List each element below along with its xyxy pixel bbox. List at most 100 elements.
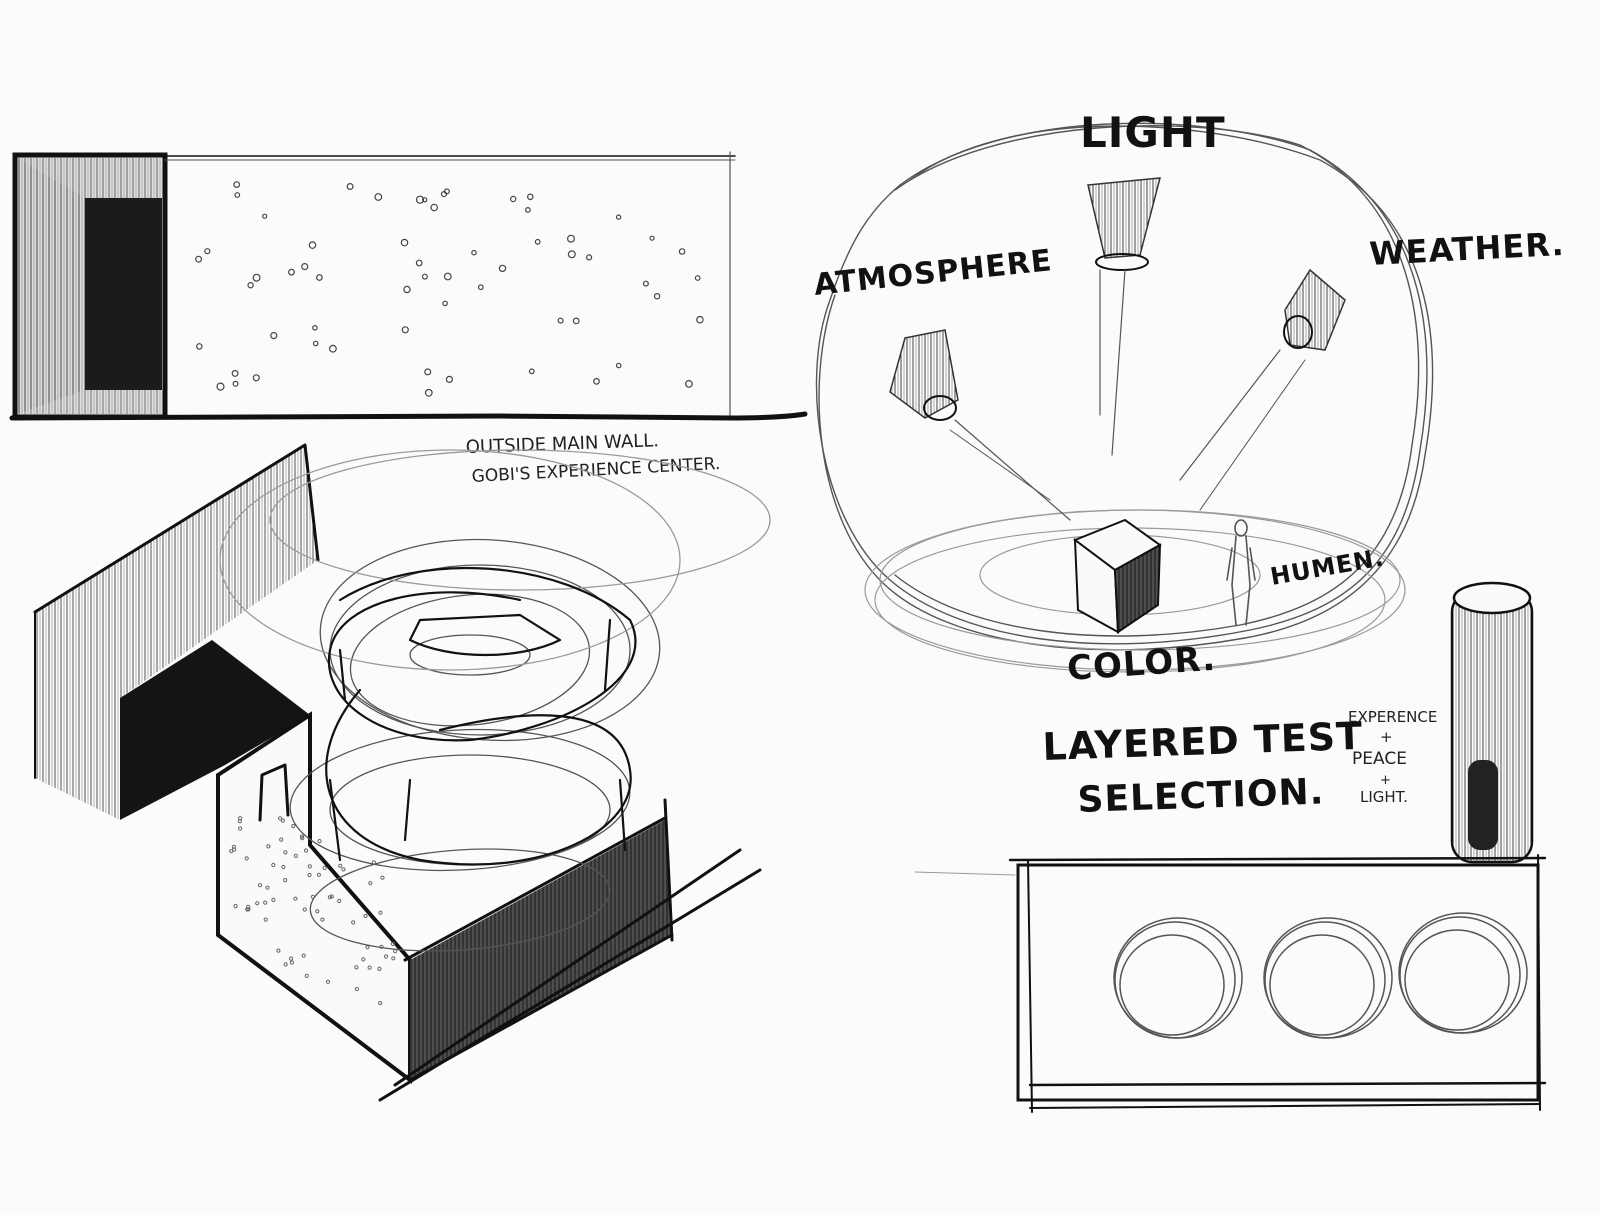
front-wall-dot: [354, 965, 359, 970]
front-wall-dot: [293, 896, 298, 901]
front-wall-dot: [281, 864, 286, 870]
label-human: HUMEN.: [1268, 543, 1386, 591]
spotlight-top: [1087, 177, 1161, 456]
title-line-2: SELECTION.: [1077, 771, 1325, 821]
wall-dot: [442, 300, 448, 307]
note-line-3: LIGHT.: [1360, 788, 1408, 806]
front-wall-dot: [291, 823, 296, 829]
front-wall-dot: [302, 907, 307, 912]
note-line-2: PEACE: [1352, 749, 1407, 769]
wall-dot: [288, 268, 295, 276]
front-wall-dot: [255, 901, 260, 906]
wall-dot: [443, 272, 452, 281]
front-wall-dot: [365, 945, 370, 950]
wall-dot: [195, 255, 203, 263]
front-wall-dot: [329, 894, 334, 899]
front-wall-dot: [378, 910, 383, 915]
front-wall-dot: [278, 816, 283, 821]
front-wall-dot: [304, 973, 309, 979]
front-wall-dot: [265, 885, 270, 890]
wall-dot: [252, 273, 261, 282]
wall-dot: [234, 192, 241, 198]
wall-dot: [216, 382, 225, 391]
front-wall-dot: [315, 909, 320, 914]
wall-dot: [232, 380, 239, 387]
wall-dot: [247, 282, 254, 289]
front-wall-dot: [299, 834, 305, 839]
front-wall-dot: [271, 862, 276, 868]
front-wall-dot: [289, 956, 294, 961]
wall-dot: [430, 203, 439, 212]
human-figure: [1226, 519, 1256, 626]
wall-dot: [498, 264, 507, 273]
wall-dot: [566, 234, 575, 243]
front-wall-dot: [229, 849, 234, 854]
wall-dot: [649, 235, 655, 241]
wall-dot: [694, 275, 701, 281]
front-wall-dot: [246, 904, 251, 910]
wall-dot: [415, 195, 425, 204]
wall-dot: [528, 368, 535, 375]
front-wall-dot: [283, 850, 288, 855]
wall-dot: [593, 377, 600, 385]
entrance-opening: [85, 198, 162, 390]
wall-dot: [572, 317, 580, 325]
wall-dot: [424, 388, 433, 397]
front-wall-dot: [301, 953, 306, 958]
front-wall-dot: [390, 941, 395, 947]
title-line-1: LAYERED TEST: [1042, 714, 1364, 769]
front-wall-dot: [316, 872, 321, 877]
wall-dot: [445, 375, 453, 383]
front-wall-dot: [238, 816, 243, 821]
wall-dot: [233, 181, 241, 189]
front-wall-dot: [289, 960, 294, 965]
wall-dot: [415, 259, 423, 267]
wall-dot: [400, 238, 409, 247]
wall-elevation-sketch: [9, 151, 808, 421]
wall-dot: [346, 183, 354, 191]
front-wall-dot: [380, 875, 385, 880]
front-wall-dot: [244, 856, 249, 861]
front-wall-dot: [307, 872, 312, 878]
wall-dot: [231, 369, 239, 377]
wall-dot: [653, 293, 661, 300]
front-wall-dot: [307, 864, 312, 869]
wall-dot: [312, 340, 319, 347]
front-wall-dot: [391, 956, 396, 961]
front-wall-dot: [368, 881, 373, 886]
front-wall-dot: [263, 900, 268, 905]
wall-dot: [422, 197, 428, 203]
wall-dot: [270, 332, 278, 340]
wall-dot: [312, 324, 318, 331]
front-wall-dot: [257, 883, 263, 888]
wall-dot: [308, 241, 317, 249]
caption-line-2: GOBI'S EXPERIENCE CENTER.: [471, 454, 721, 487]
front-wall-dot: [317, 839, 322, 844]
front-wall-dot: [393, 949, 398, 954]
pillar: [1450, 581, 1534, 864]
color-cube: [1072, 518, 1162, 634]
front-wall-dot: [351, 920, 356, 925]
wall-dot: [329, 344, 337, 353]
label-color: COLOR.: [1066, 639, 1217, 689]
wall-dot: [374, 193, 383, 201]
front-wall-dot: [367, 965, 372, 970]
wall-dot: [471, 249, 477, 256]
note-plus-2: +: [1380, 773, 1391, 788]
front-wall-dot: [283, 878, 288, 883]
wall-dot: [204, 248, 211, 255]
front-wall-dot: [246, 907, 251, 912]
front-wall-dot: [279, 837, 284, 842]
front-wall-dot: [337, 898, 342, 904]
front-wall-dot: [280, 818, 285, 823]
wall-dot: [534, 238, 541, 245]
front-wall-dot: [266, 844, 271, 849]
front-wall-dot: [338, 863, 343, 868]
layered-test-sketch: LAYERED TEST SELECTION. EXPERENCE + PEAC…: [914, 581, 1547, 1113]
wall-caption: OUTSIDE MAIN WALL. GOBI'S EXPERIENCE CEN…: [465, 430, 720, 487]
front-wall-dot: [383, 954, 389, 959]
wall-dot: [401, 326, 409, 334]
front-wall-dot: [303, 848, 309, 853]
wall-dot: [196, 343, 203, 350]
